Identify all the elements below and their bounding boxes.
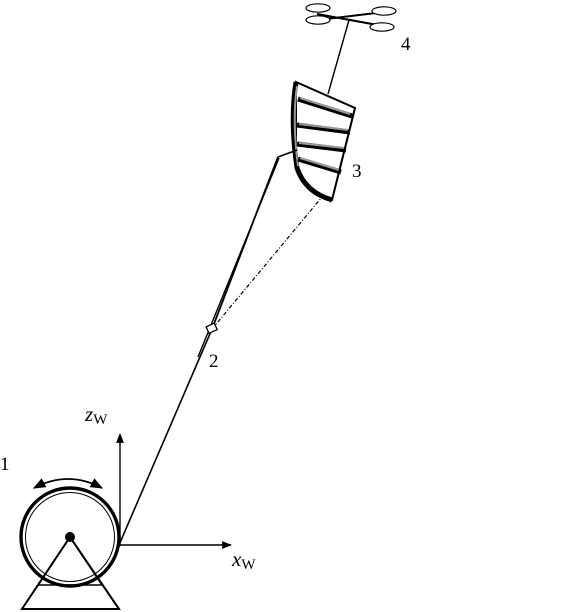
winch-drum-inner — [25, 492, 115, 582]
kite-wing — [277, 80, 357, 203]
kite-rib-3 — [296, 141, 347, 153]
label-bridle-point: 2 — [209, 351, 219, 372]
kite-rib-4-gray — [299, 157, 340, 171]
label-drone: 4 — [401, 34, 411, 55]
winch-support-triangle-front — [36, 535, 104, 586]
winch-axle — [65, 532, 75, 542]
kite-trailing-edge — [331, 107, 356, 201]
winch-rotation-arrow — [32, 478, 104, 489]
z-axis-label: zW — [84, 402, 108, 428]
label-winch: 1 — [0, 454, 10, 475]
x-axis-label: xW — [231, 547, 256, 573]
kite-strut — [277, 149, 298, 158]
winch-ground-station — [19, 478, 121, 610]
kite-rib-4 — [297, 156, 342, 175]
x-axis-subscript: W — [241, 557, 256, 573]
tether — [118, 156, 323, 546]
kite-rib-2 — [296, 122, 351, 135]
world-frame-axes: xW zW — [84, 402, 256, 573]
kite-rib-1-gray — [299, 97, 351, 115]
bridle-line-rear — [211, 196, 323, 330]
x-axis-variable: x — [231, 547, 242, 571]
kite-leading-edge — [290, 81, 333, 203]
drone-rotor-2 — [371, 6, 397, 16]
z-axis-variable: z — [84, 402, 93, 426]
kite-rib-1 — [297, 96, 353, 119]
main-tether-line — [118, 328, 213, 546]
quadrotor-drone — [305, 3, 397, 95]
kite-leading-edge-highlight — [293, 85, 299, 167]
drone-rotor-4 — [369, 22, 395, 32]
kite-rib-2-gray — [298, 123, 349, 131]
kite-rib-3-gray — [298, 142, 345, 149]
drone-tether — [327, 19, 350, 95]
drone-rotor-3 — [305, 15, 331, 25]
drone-rotor-1 — [305, 3, 331, 13]
label-kite: 3 — [352, 161, 362, 182]
bridle-point-knot — [205, 322, 219, 335]
z-axis-subscript: W — [93, 412, 108, 428]
